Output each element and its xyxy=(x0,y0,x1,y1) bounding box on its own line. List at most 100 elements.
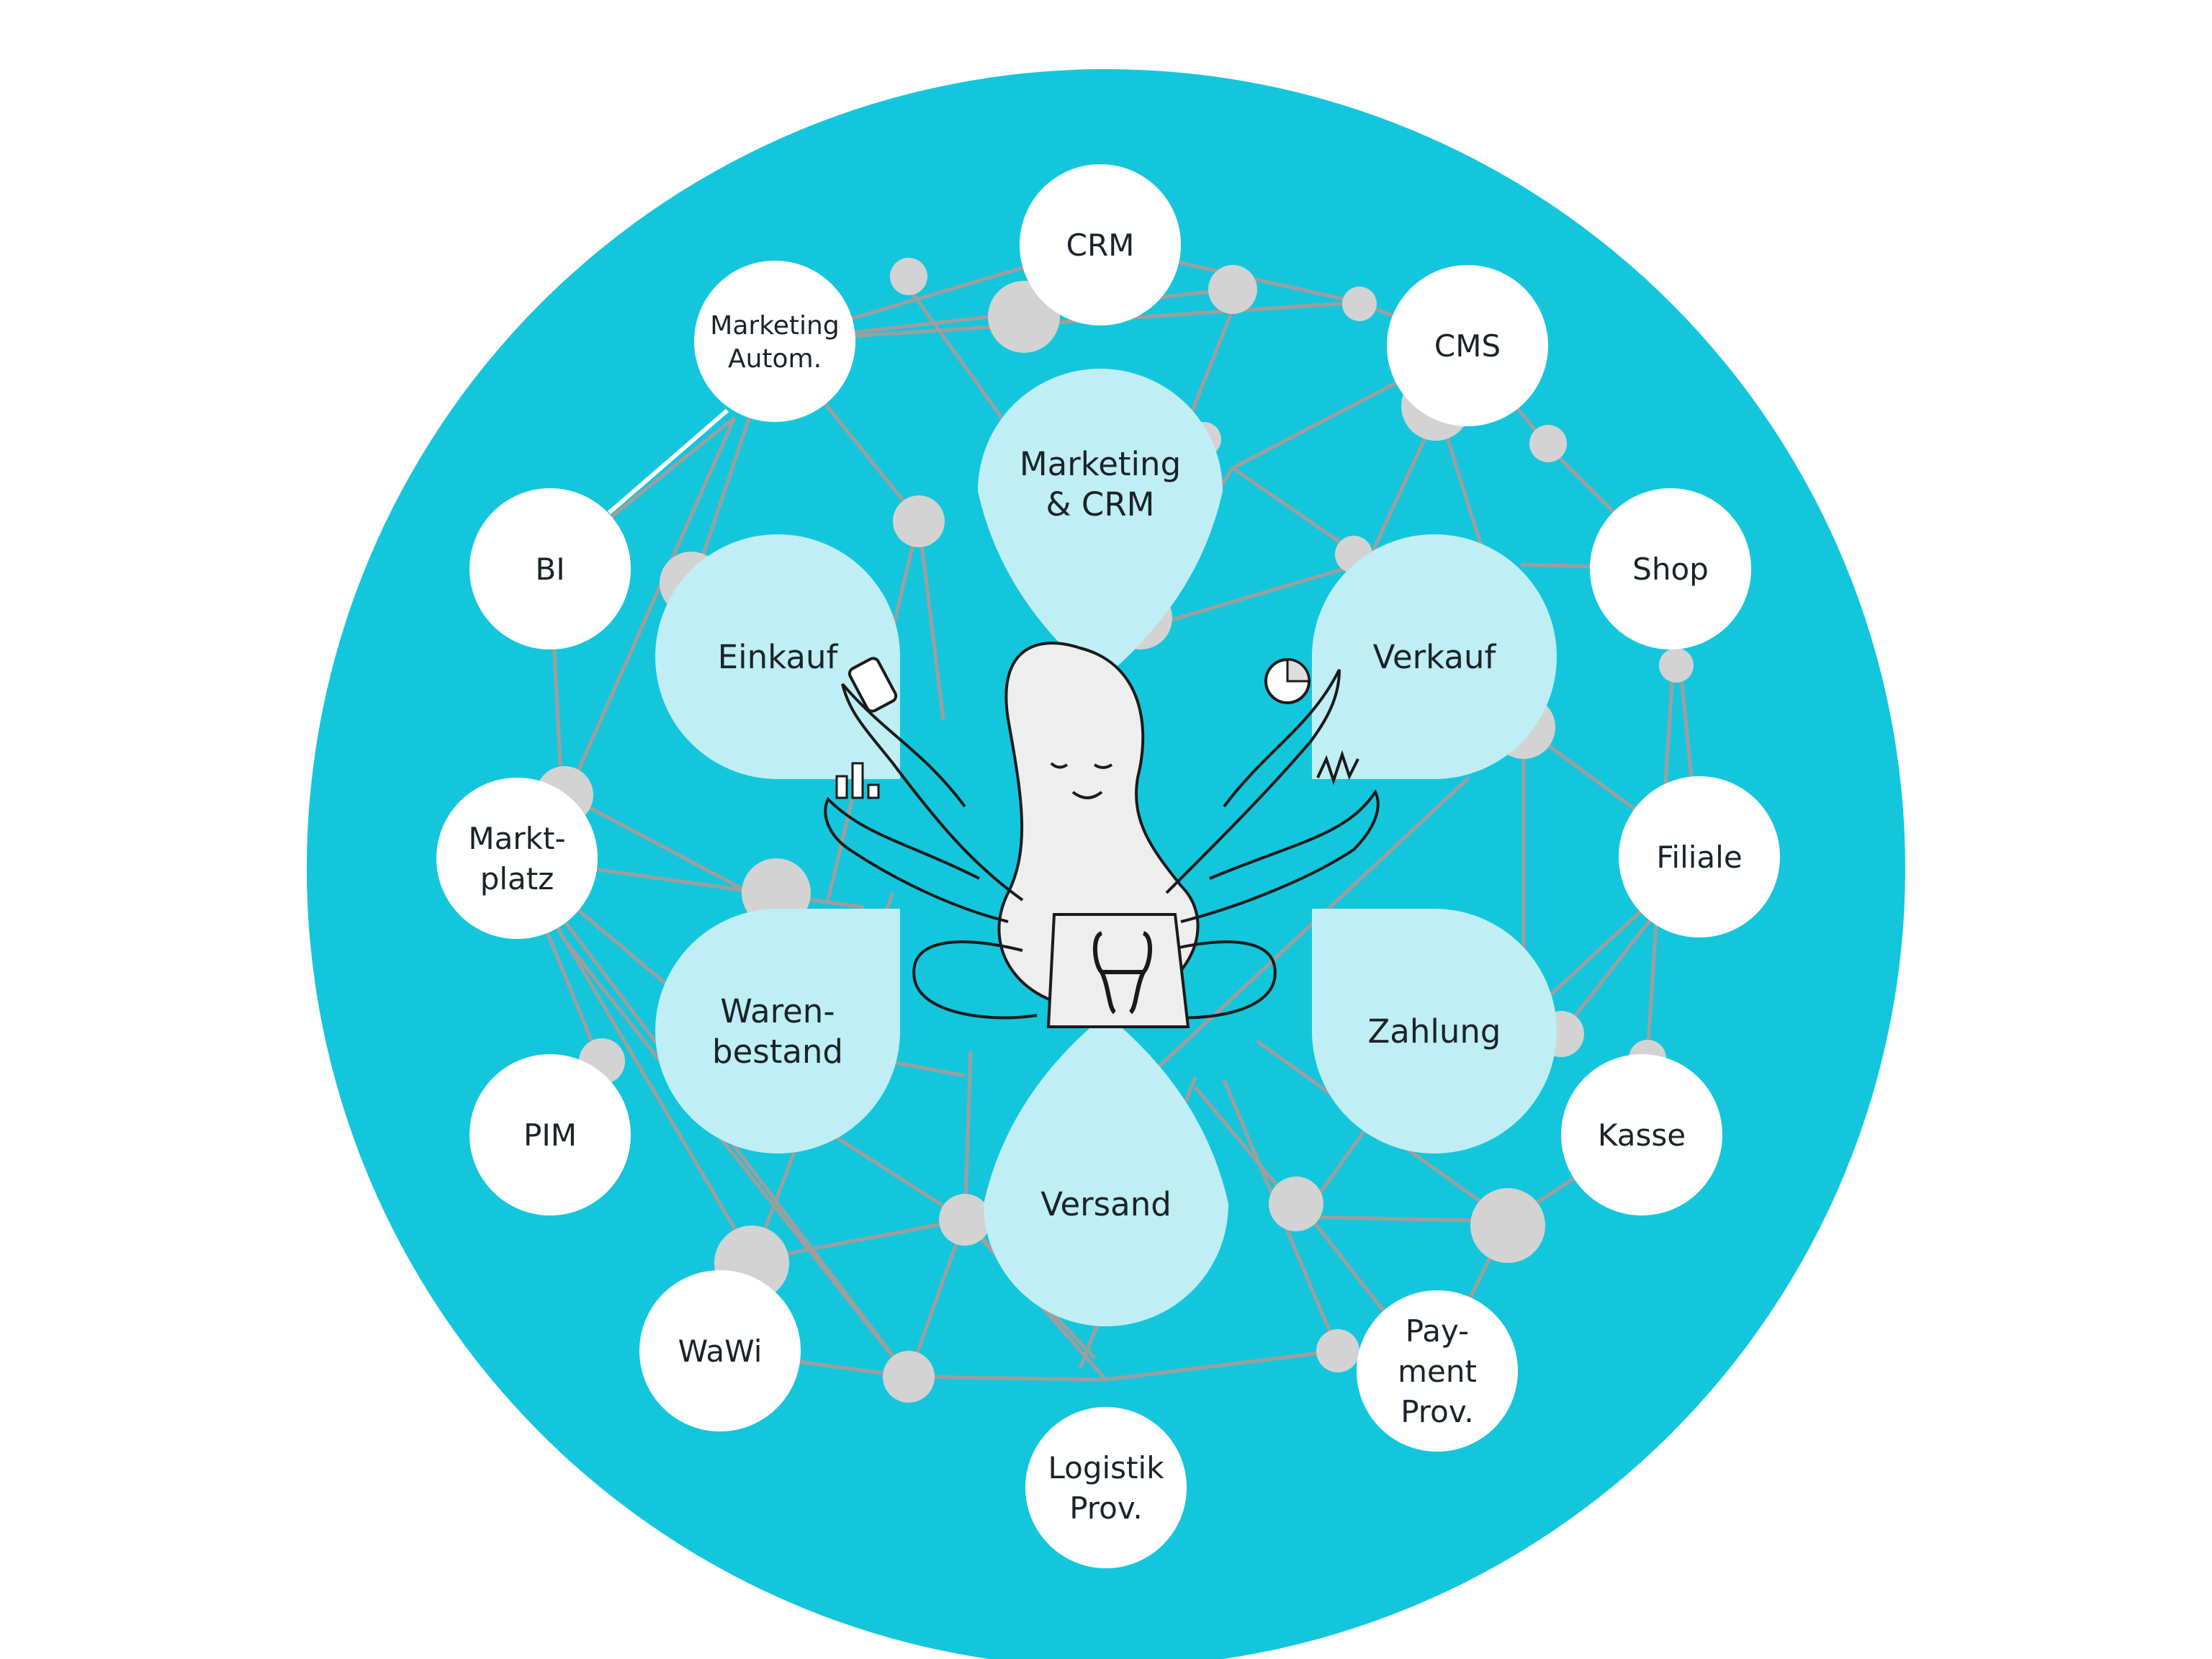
network-dot xyxy=(1529,425,1567,462)
node-label: PIM xyxy=(523,1118,577,1153)
petal-label: Waren- xyxy=(720,992,835,1030)
connector-line xyxy=(606,416,736,521)
connector-line xyxy=(1105,1349,1339,1382)
node-circle xyxy=(436,778,598,939)
connector-line xyxy=(1438,414,1488,562)
network-dot xyxy=(1659,648,1694,683)
node-label: platz xyxy=(480,861,554,896)
pie-chart-slice xyxy=(1286,658,1310,683)
octopus-arm xyxy=(1180,789,1380,923)
node-label: Kasse xyxy=(1598,1118,1686,1153)
node-label: Filiale xyxy=(1656,840,1742,875)
octopus-arm xyxy=(824,796,1009,923)
node-label: ment xyxy=(1398,1354,1477,1389)
node-bi: BI xyxy=(469,488,631,649)
connector-line xyxy=(560,935,910,1378)
connector-line xyxy=(908,1375,1107,1382)
node-circle xyxy=(1561,1054,1722,1215)
node-label: Logistik xyxy=(1048,1450,1164,1485)
node-circle xyxy=(469,488,631,649)
petal-einkauf: Einkauf xyxy=(655,534,900,779)
connector-line-highlight xyxy=(608,408,729,515)
h-logo-icon xyxy=(1092,931,1153,1015)
phone-icon xyxy=(848,657,898,713)
connector-line xyxy=(752,1218,966,1262)
connector-line xyxy=(1144,559,1369,630)
node-circle xyxy=(1387,265,1548,426)
petal-shape xyxy=(655,534,900,779)
node-circle xyxy=(694,261,855,422)
node-label: CRM xyxy=(1066,228,1135,263)
system-nodes: CRMCMSShopFilialeKassePay-mentProv.Logis… xyxy=(436,164,1780,1568)
network-dot xyxy=(883,1351,935,1403)
petal-zahlung: Zahlung xyxy=(1312,909,1557,1154)
connector-line xyxy=(907,1219,967,1377)
node-circle xyxy=(1020,164,1181,325)
node-label: Pay- xyxy=(1406,1313,1469,1349)
node-crm: CRM xyxy=(1020,164,1181,325)
node-label: Markt- xyxy=(468,821,565,856)
network-dot xyxy=(890,258,927,295)
petal-label: bestand xyxy=(712,1033,843,1071)
connector-line xyxy=(1151,776,1470,1074)
network-dot xyxy=(893,495,945,547)
octopus-arm xyxy=(1165,669,1341,894)
octopus-arm xyxy=(912,940,1038,1020)
petal-shape xyxy=(984,1014,1228,1326)
octopus-face xyxy=(1050,762,1113,799)
network-dot xyxy=(1269,1177,1323,1231)
line-chart-icon xyxy=(1316,750,1359,786)
petal-marketing-crm: Marketing& CRM xyxy=(978,369,1223,681)
node-label: Marketing xyxy=(710,311,839,341)
node-circle xyxy=(1590,488,1751,649)
petal-label: & CRM xyxy=(1046,485,1155,523)
node-circle xyxy=(1357,1290,1518,1452)
petal-verkauf: Verkauf xyxy=(1312,534,1557,779)
node-label: Autom. xyxy=(728,344,822,374)
network-dot xyxy=(1342,287,1377,321)
node-label: Shop xyxy=(1632,552,1709,587)
node-label: BI xyxy=(535,552,565,587)
network-dot xyxy=(1316,1329,1359,1372)
node-wawi: WaWi xyxy=(639,1270,801,1431)
network-dot xyxy=(1470,1188,1545,1263)
octopus-arm xyxy=(1151,940,1277,1020)
petal-shape xyxy=(655,909,900,1154)
connector-line xyxy=(567,416,737,793)
petal-versand: Versand xyxy=(984,1014,1228,1326)
petal-warenbestand: Waren-bestand xyxy=(655,909,900,1154)
node-cms: CMS xyxy=(1387,265,1548,426)
connector-line xyxy=(963,1051,973,1220)
node-circle xyxy=(1025,1407,1187,1568)
node-kasse: Kasse xyxy=(1561,1054,1722,1215)
petal-shape xyxy=(1312,909,1557,1154)
node-label: CMS xyxy=(1434,328,1501,364)
node-circle xyxy=(469,1054,631,1215)
node-filiale: Filiale xyxy=(1619,776,1780,938)
network-dot xyxy=(1208,265,1257,314)
petal-label: Verkauf xyxy=(1373,638,1497,676)
petal-shape xyxy=(978,369,1223,681)
octopus-icon xyxy=(824,642,1380,1028)
node-marktplatz: Markt-platz xyxy=(436,778,598,939)
node-label: Prov. xyxy=(1069,1491,1143,1526)
node-label: WaWi xyxy=(678,1334,763,1369)
petal-label: Versand xyxy=(1040,1185,1172,1223)
node-circle xyxy=(1619,776,1780,938)
connector-line xyxy=(774,300,1360,343)
bar-chart-icon xyxy=(835,762,880,799)
petal-label: Zahlung xyxy=(1367,1012,1501,1051)
node-shop: Shop xyxy=(1590,488,1751,649)
petal-shape xyxy=(1312,534,1557,779)
network-dot xyxy=(939,1194,991,1246)
node-label: Prov. xyxy=(1401,1394,1474,1429)
node-pim: PIM xyxy=(469,1054,631,1215)
petal-label: Einkauf xyxy=(718,638,839,676)
connector-line xyxy=(917,519,945,721)
node-circle xyxy=(639,1270,801,1431)
